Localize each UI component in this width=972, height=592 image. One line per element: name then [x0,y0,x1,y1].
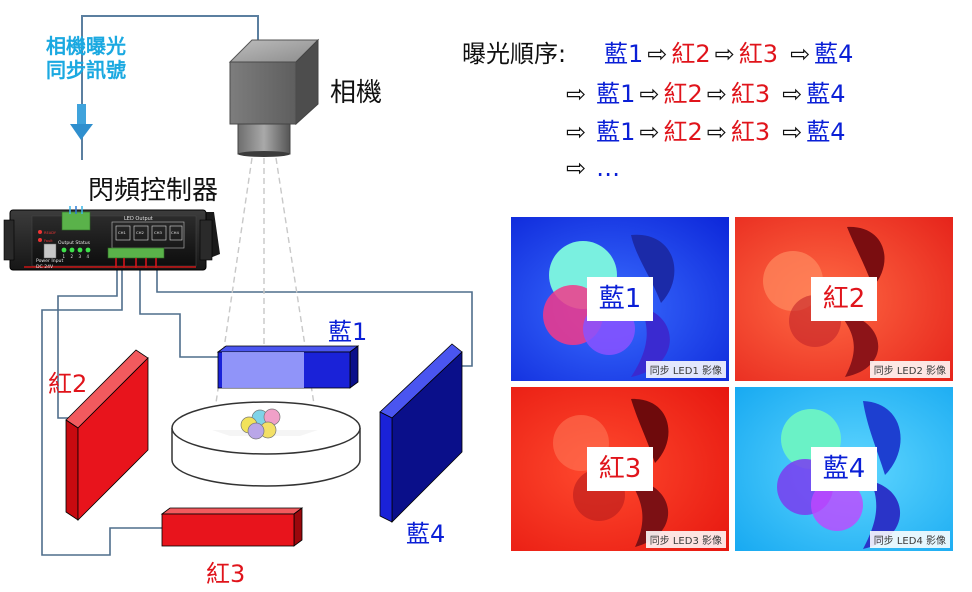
sample-object-icon [240,408,281,440]
sequence-title: 曝光順序: [462,40,567,68]
seq-arrow-icon: ⇨ [790,40,811,68]
sequence-row-2: ⇨藍1⇨紅2⇨紅3⇨藍4 [566,80,846,108]
sync-signal-label: 相機曝光 同步訊號 [46,34,126,82]
status-number: 3 [79,254,82,259]
panel-caption: 同步 LED3 影像 [645,531,726,548]
panel-label: 紅2 [811,277,877,321]
seq-blue4: 藍4 [814,40,854,68]
seq-blue4: 藍4 [806,80,846,108]
voltage-text: DC 24V [36,264,54,270]
channel-label: CH2 [136,230,145,235]
field-of-view [211,157,319,431]
sequence-row-4: ⇨… [566,154,620,182]
image-panel-led3: 紅3 同步 LED3 影像 [511,387,729,551]
status-number: 4 [87,254,90,259]
image-panel-led1: 藍1 同步 LED1 影像 [511,217,729,381]
seq-ellipsis: … [596,154,621,182]
image-panel-led2: 紅2 同步 LED2 影像 [735,217,953,381]
camera-icon [228,38,320,157]
sync-signal-line2: 同步訊號 [46,58,126,82]
seq-arrow-icon: ⇨ [566,80,587,108]
output-status-text: Output Status [58,240,91,246]
sync-arrow-icon [70,104,93,140]
sync-wire [81,15,259,160]
strobe-controller-icon [3,206,220,271]
captured-images-grid: 藍1 同步 LED1 影像 紅2 同步 LED2 影像 [511,217,953,551]
channel-label: CH1 [118,230,127,235]
red3-label: 紅3 [206,560,246,588]
controller-panel-text: LED Output Output Status Power Input DC … [36,216,180,270]
sequence-row-3: ⇨藍1⇨紅2⇨紅3⇨藍4 [566,118,846,146]
panel-caption: 同步 LED2 影像 [869,361,950,378]
seq-arrow-icon: ⇨ [639,118,660,146]
seq-red2: 紅2 [663,118,703,146]
seq-red2: 紅2 [671,40,711,68]
light-wires [41,268,473,556]
channel-label: CH3 [154,230,163,235]
blue4-label: 藍4 [406,520,446,548]
panel-label: 藍4 [811,447,877,491]
seq-blue4: 藍4 [806,118,846,146]
panel-label: 藍1 [587,277,653,321]
seq-arrow-icon: ⇨ [782,80,803,108]
led-output-text: LED Output [124,216,153,222]
red2-light [65,349,149,521]
seq-red3: 紅3 [730,80,771,108]
sequence-row-1: 藍1⇨紅2⇨紅3⇨藍4 [604,40,853,68]
setup-diagram: LED Output Output Status Power Input DC … [3,15,473,556]
image-led2 [735,217,953,381]
blue1-label: 藍1 [328,318,368,346]
camera-label: 相機 [330,78,383,108]
blue1-light [216,345,360,389]
panel-caption: 同步 LED4 影像 [869,531,950,548]
red3-light [160,507,304,547]
seq-arrow-icon: ⇨ [706,118,727,146]
power-input-text: Power Input [36,258,63,264]
seq-blue1: 藍1 [604,40,644,68]
seq-red3: 紅3 [738,40,779,68]
panel-caption: 同步 LED1 影像 [645,361,726,378]
seq-arrow-icon: ⇨ [647,40,668,68]
seq-arrow-icon: ⇨ [566,118,587,146]
sync-signal-line1: 相機曝光 [46,34,126,58]
blue4-light [379,343,463,523]
panel-label: 紅3 [587,447,653,491]
status-number: 1 [63,254,66,259]
controller-label: 閃頻控制器 [88,176,219,206]
image-panel-led4: 藍4 同步 LED4 影像 [735,387,953,551]
seq-arrow-icon: ⇨ [714,40,735,68]
ready-text: READY [44,231,57,235]
channel-label: CH4 [171,230,180,235]
seq-arrow-icon: ⇨ [639,80,660,108]
fault-text: Fault [44,239,53,243]
seq-red2: 紅2 [663,80,703,108]
seq-red3: 紅3 [730,118,771,146]
seq-blue1: 藍1 [596,80,636,108]
image-led4 [735,387,953,551]
status-number: 2 [71,254,74,259]
seq-arrow-icon: ⇨ [782,118,803,146]
red2-label: 紅2 [48,370,88,398]
seq-blue1: 藍1 [596,118,636,146]
seq-arrow-icon: ⇨ [566,154,587,182]
seq-arrow-icon: ⇨ [706,80,727,108]
